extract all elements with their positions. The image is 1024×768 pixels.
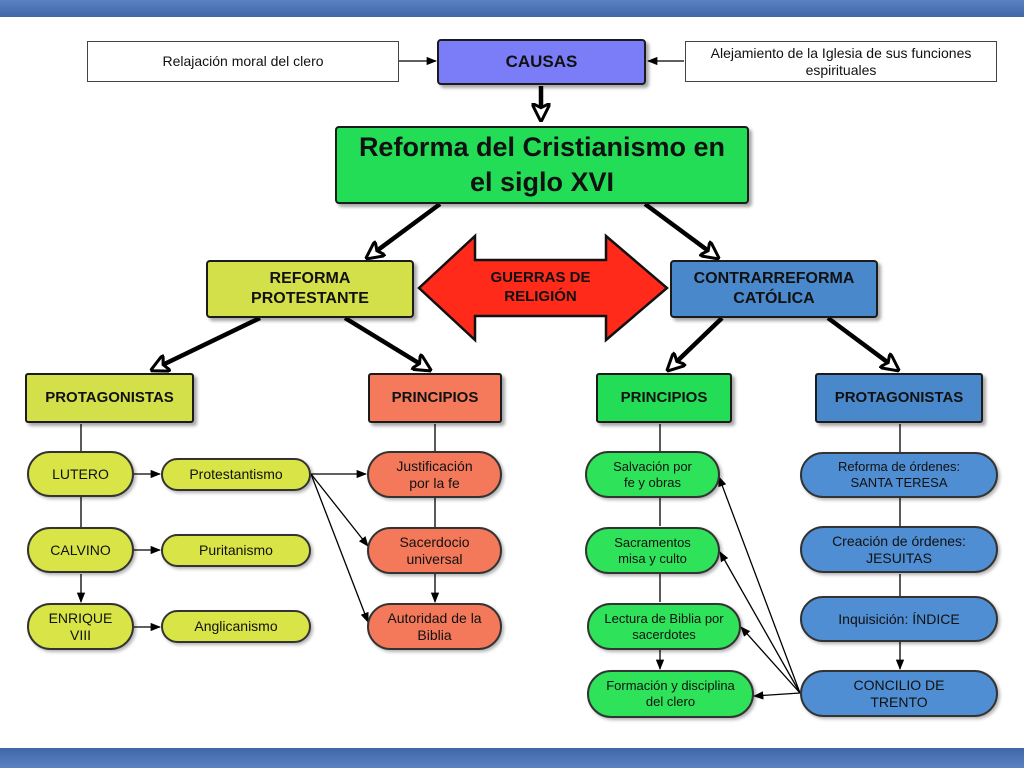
protagonist-inquisicion: Inquisición: ÍNDICE: [800, 596, 998, 642]
contrarreforma-catolica: CONTRARREFORMA CATÓLICA: [670, 260, 878, 318]
protagonist-concilio-trento: CONCILIO DE TRENTO: [800, 670, 998, 717]
arrow-reforma-to-protagonistas: [152, 315, 261, 370]
person-calvino: CALVINO: [27, 527, 134, 573]
causas-box: CAUSAS: [437, 39, 646, 85]
movement-anglicanismo: Anglicanismo: [161, 610, 311, 643]
arrow-reforma-to-principios: [343, 316, 430, 370]
arrow-contra-to-protagonistas: [826, 316, 898, 370]
thin-arrows: [76, 56, 905, 700]
thick-arrows: [152, 86, 898, 370]
cause-left: Relajación moral del clero: [87, 41, 399, 82]
person-enrique-viii: ENRIQUE VIII: [27, 603, 134, 650]
principios-left: PRINCIPIOS: [368, 373, 502, 423]
protagonistas-right: PROTAGONISTAS: [815, 373, 983, 423]
protagonist-santa-teresa: Reforma de órdenes: SANTA TERESA: [800, 452, 998, 498]
protagonistas-left: PROTAGONISTAS: [25, 373, 194, 423]
principle-sacerdocio: Sacerdocio universal: [367, 527, 502, 574]
bottom-band: [0, 748, 1024, 768]
movement-puritanismo: Puritanismo: [161, 534, 311, 567]
protagonist-jesuitas: Creación de órdenes: JESUITAS: [800, 526, 998, 573]
principle-salvacion: Salvación por fe y obras: [585, 451, 720, 498]
movement-protestantismo: Protestantismo: [161, 458, 311, 491]
main-title: Reforma del Cristianismo en el siglo XVI: [335, 126, 749, 204]
person-lutero: LUTERO: [27, 451, 134, 497]
reforma-protestante: REFORMA PROTESTANTE: [206, 260, 414, 318]
principle-lectura-biblia: Lectura de Biblia por sacerdotes: [587, 603, 741, 650]
top-band: [0, 0, 1024, 17]
cause-right: Alejamiento de la Iglesia de sus funcion…: [685, 41, 997, 82]
arrow-contra-to-principios: [668, 316, 724, 370]
principle-justificacion: Justificación por la fe: [367, 451, 502, 498]
guerras-de-religion: GUERRAS DE RELIGIÓN: [490, 269, 591, 305]
principle-formacion: Formación y disciplina del clero: [587, 670, 754, 718]
principle-autoridad: Autoridad de la Biblia: [367, 603, 502, 650]
arrow-title-to-contrarreforma: [643, 202, 718, 258]
double-arrow-shape: [417, 233, 669, 343]
principios-right: PRINCIPIOS: [596, 373, 732, 423]
principle-sacramentos: Sacramentos misa y culto: [585, 527, 720, 574]
arrow-title-to-reforma: [367, 202, 442, 258]
